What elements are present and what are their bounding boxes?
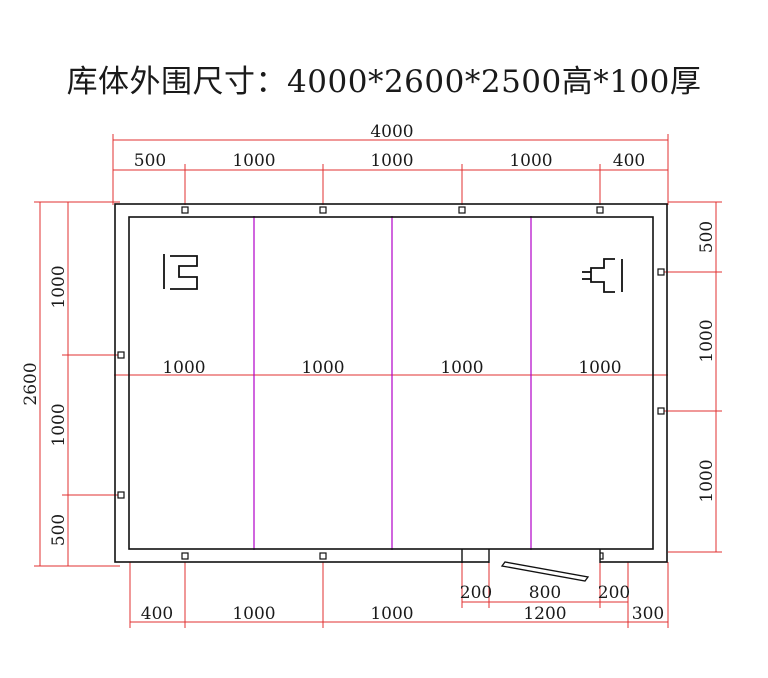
door-dim-1: 200 [460, 583, 492, 603]
bottom-dim-1: 400 [141, 604, 173, 624]
top-dim-5: 400 [613, 151, 645, 171]
middle-dim-3: 1000 [440, 358, 483, 378]
wall-panel-joints [117, 206, 665, 560]
dimension-lines [34, 134, 722, 628]
middle-dim-2: 1000 [301, 358, 344, 378]
top-dim-1: 500 [134, 151, 166, 171]
right-dim-3: 1000 [697, 459, 717, 502]
overall-width-label: 4000 [370, 122, 413, 142]
overall-depth-label: 2600 [21, 362, 41, 405]
door [461, 549, 601, 582]
top-dim-2: 1000 [232, 151, 275, 171]
evaporator-unit-icon [163, 254, 198, 290]
top-dim-4: 1000 [509, 151, 552, 171]
bottom-dim-2: 1000 [232, 604, 275, 624]
door-dim-2: 800 [529, 583, 561, 603]
page-title: 库体外围尺寸：4000*2600*2500高*100厚 [66, 64, 702, 100]
door-dim-3: 200 [598, 583, 630, 603]
dimension-labels: 4000 500 1000 1000 1000 400 1000 1000 10… [21, 122, 717, 624]
left-dim-2: 1000 [49, 403, 69, 446]
left-dim-3: 500 [49, 514, 69, 546]
bottom-dim-4: 1200 [523, 604, 566, 624]
condenser-unit-icon [582, 258, 623, 293]
middle-dim-1: 1000 [162, 358, 205, 378]
top-dim-3: 1000 [370, 151, 413, 171]
left-dim-1: 1000 [49, 265, 69, 308]
right-dim-1: 500 [697, 221, 717, 253]
door-leaf [500, 561, 590, 582]
bottom-dim-5: 300 [632, 604, 664, 624]
right-dim-2: 1000 [697, 319, 717, 362]
cold-room-walls [114, 203, 668, 563]
panel-seams [253, 216, 532, 550]
bottom-dim-3: 1000 [370, 604, 413, 624]
middle-dim-4: 1000 [578, 358, 621, 378]
